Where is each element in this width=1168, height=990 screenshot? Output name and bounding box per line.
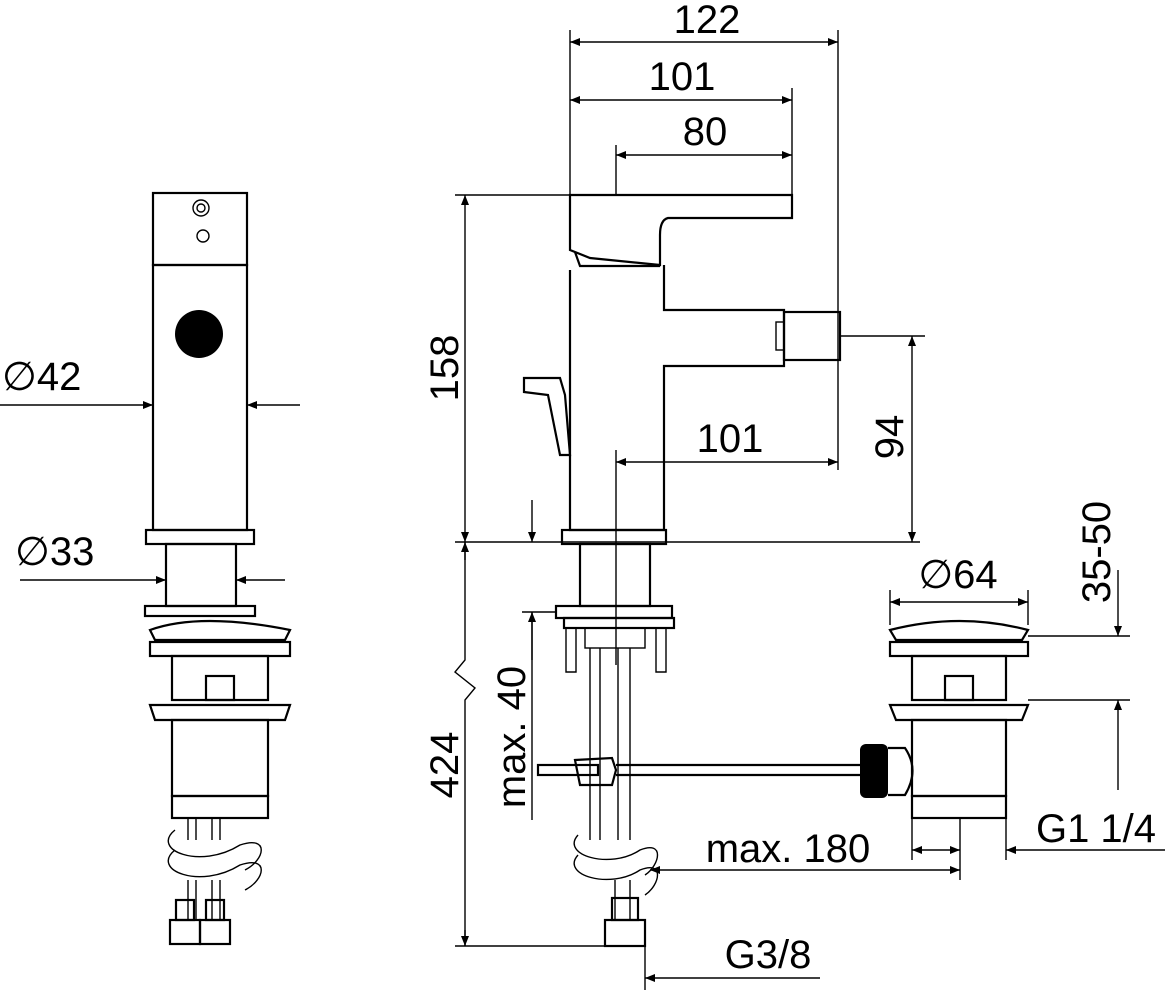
dimension-lines bbox=[454, 30, 1165, 990]
label-width-handle: 101 bbox=[649, 55, 716, 99]
label-spout-reach: 101 bbox=[697, 417, 764, 461]
label-waste-thread: G1 1/4 bbox=[1036, 807, 1156, 851]
label-waste-diameter: ∅64 bbox=[918, 553, 997, 597]
label-height-total: 158 bbox=[423, 335, 467, 402]
label-width-total: 122 bbox=[674, 0, 741, 42]
label-body-diameter: ∅42 bbox=[2, 355, 81, 399]
label-width-handle-inner: 80 bbox=[683, 110, 728, 154]
label-hose-length: 424 bbox=[423, 732, 467, 799]
label-supply-thread: G3/8 bbox=[725, 933, 812, 977]
handle-knob-icon bbox=[175, 310, 223, 358]
label-spout-height: 94 bbox=[868, 415, 912, 460]
label-base-diameter: ∅33 bbox=[15, 530, 94, 574]
front-view bbox=[522, 193, 862, 948]
waste-connector bbox=[860, 744, 888, 798]
label-max-deck-thickness: max. 40 bbox=[490, 666, 534, 808]
waste-view bbox=[860, 619, 1030, 820]
label-max-waste-distance: max. 180 bbox=[706, 827, 871, 871]
side-view bbox=[0, 191, 300, 946]
dimension-labels: 122 101 80 158 101 94 ∅42 ∅33 ∅64 35-50 … bbox=[2, 0, 1156, 977]
label-waste-height-range: 35-50 bbox=[1075, 501, 1119, 603]
